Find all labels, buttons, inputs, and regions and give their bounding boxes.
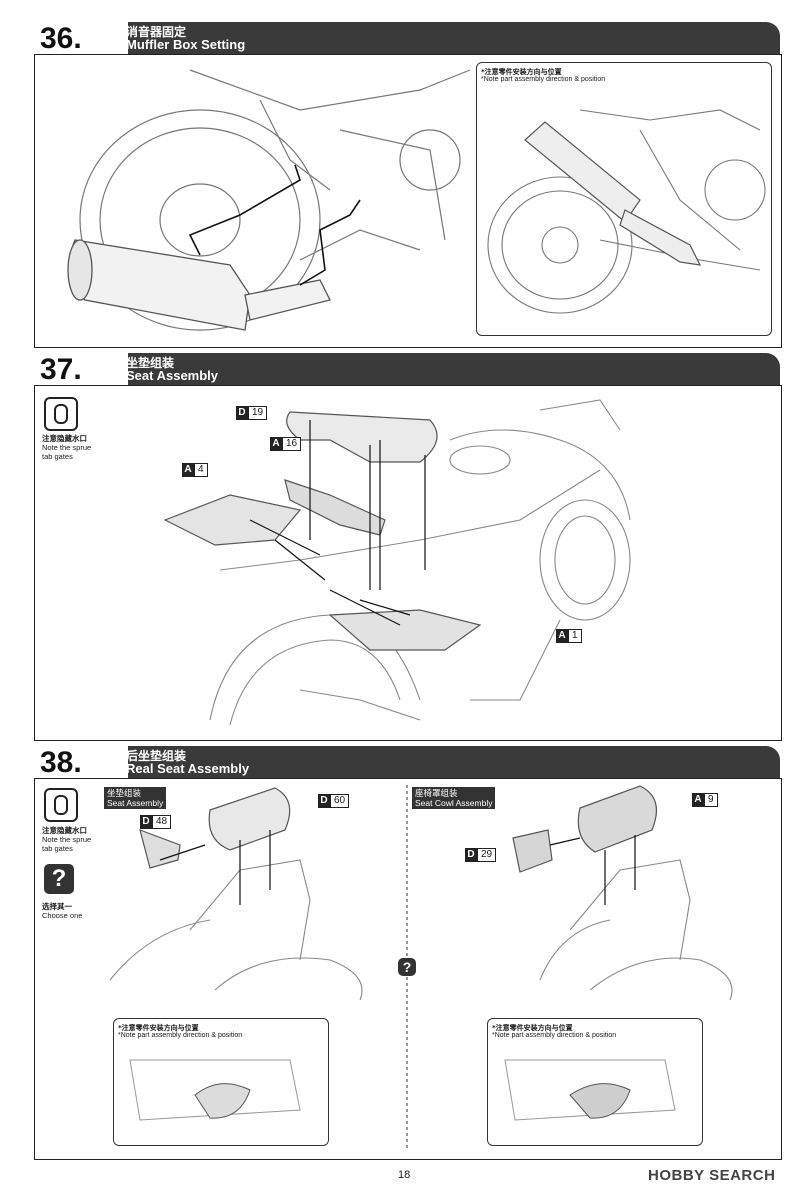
- part-tag-a1: A 1: [556, 629, 582, 643]
- seat-cowl-assembly-label: 座椅罩组装 Seat Cowl Assembly: [412, 787, 496, 809]
- sprue-gate-icon: [44, 788, 78, 822]
- part-tag-d19: D 19: [236, 406, 268, 420]
- step-38-right-reference-box: *注意零件安装方向与位置 *Note part assembly directi…: [487, 1018, 703, 1146]
- choose-one-icon: ?: [44, 864, 74, 894]
- part-tag-d48: D 48: [140, 815, 172, 829]
- step-38-title-en: Real Seat Assembly: [126, 761, 250, 776]
- step-36-header: 36. 消音器固定 Muffler Box Setting: [34, 22, 780, 56]
- page-number: 18: [398, 1169, 411, 1181]
- step-37-number: 37.: [34, 353, 128, 386]
- step-37-sprue-note: 注意隐藏水口 Note the sprue tab gates: [42, 434, 92, 461]
- step-38-panel: [34, 778, 782, 1160]
- step-36-note-zh: *注意零件安装方向与位置: [481, 68, 562, 76]
- step-38-choose-note: 选择其一 Choose one: [42, 902, 83, 920]
- step-37-panel: [34, 385, 782, 741]
- step-36-number: 36.: [34, 22, 128, 55]
- part-tag-a9: A 9: [692, 793, 718, 807]
- step-37-title-en: Seat Assembly: [126, 368, 219, 383]
- part-tag-d29: D 29: [465, 848, 497, 862]
- hobby-search-watermark: HOBBY SEARCH: [648, 1167, 776, 1184]
- step-36-title-zh: 消音器固定: [126, 25, 187, 39]
- part-tag-d60: D 60: [318, 794, 350, 808]
- part-tag-a16: A 16: [270, 437, 302, 451]
- step-36-note-en: *Note part assembly direction & position: [481, 76, 606, 83]
- step-38-title-zh: 后坐垫组装: [126, 749, 187, 763]
- step-37-header: 37. 坐垫组装 Seat Assembly: [34, 353, 780, 387]
- choose-one-divider-icon: ?: [398, 958, 416, 976]
- part-tag-a4: A 4: [182, 463, 208, 477]
- step-37-title-zh: 坐垫组装: [126, 356, 175, 370]
- seat-assembly-label: 坐垫组装 Seat Assembly: [104, 787, 167, 809]
- step-38-header: 38. 后坐垫组装 Real Seat Assembly: [34, 746, 780, 780]
- step-38-sprue-note: 注意隐藏水口 Note the sprue tab gates: [42, 826, 92, 853]
- step-36-title-en: Muffler Box Setting: [126, 37, 246, 52]
- step-38-left-reference-box: *注意零件安装方向与位置 *Note part assembly directi…: [113, 1018, 329, 1146]
- step-38-number: 38.: [34, 746, 128, 779]
- step-36-reference-box: *注意零件安装方向与位置 *Note part assembly directi…: [476, 62, 772, 336]
- sprue-gate-icon: [44, 397, 78, 431]
